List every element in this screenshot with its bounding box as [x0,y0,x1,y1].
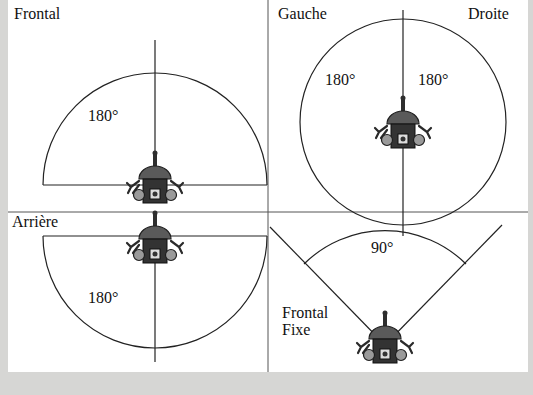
panel-title: Frontal Fixe [282,305,338,339]
panel-title: Arrière [12,214,58,231]
robot-figure [357,311,413,364]
panel-title: Gauche [278,6,327,23]
arc [304,231,466,264]
panel-ground [8,0,528,372]
robot-figure [127,211,183,264]
arc-edge [385,225,502,345]
panel-title: Droite [468,6,509,23]
grid-divider [8,212,528,213]
arc-edge [270,227,385,345]
robot-figure [375,96,431,149]
angle-label: 180° [88,108,118,125]
angle-label: 180° [88,290,118,307]
angle-label: 90° [371,240,393,257]
panel-title: Frontal [14,6,60,23]
robot-figure [127,151,183,204]
angle-label: 180° [418,72,448,89]
grid-divider [268,0,269,372]
angle-label: 180° [325,72,355,89]
